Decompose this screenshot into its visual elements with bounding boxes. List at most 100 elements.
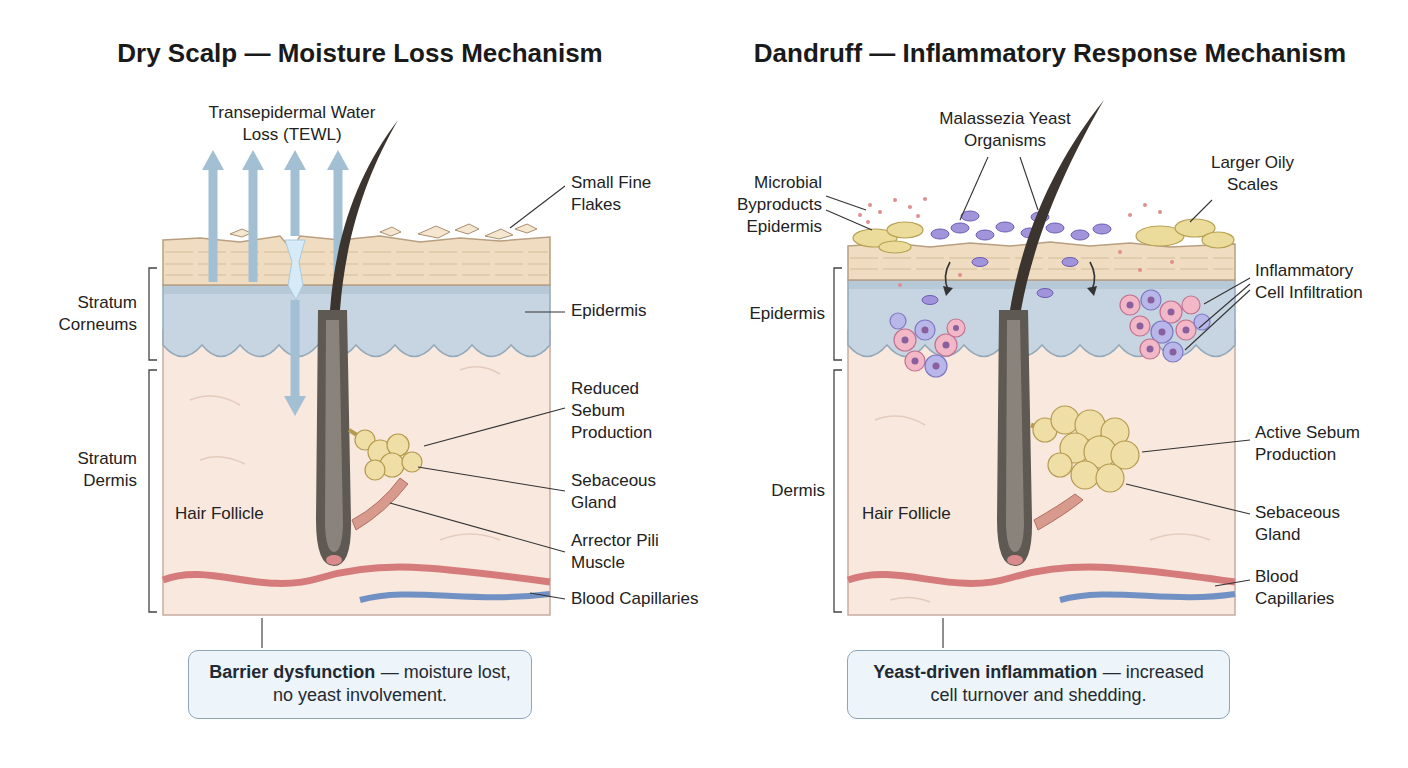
layer-brackets bbox=[834, 268, 842, 360]
layer-brackets bbox=[834, 268, 842, 612]
microbial-byproducts bbox=[878, 210, 882, 214]
arrow-heads bbox=[943, 286, 953, 296]
tewl-arrows bbox=[291, 168, 300, 236]
dermis-layer bbox=[848, 330, 1235, 615]
malassezia-yeast bbox=[972, 258, 988, 267]
microbial-byproducts bbox=[1138, 268, 1142, 272]
layer-brackets bbox=[149, 268, 157, 612]
inflammatory-cells bbox=[905, 351, 925, 371]
inflammatory-cells bbox=[925, 355, 947, 377]
inflammatory-cells bbox=[1140, 339, 1160, 359]
cell-nuclei bbox=[1137, 323, 1144, 330]
malassezia-yeast bbox=[1046, 223, 1064, 233]
cell-nuclei bbox=[1170, 349, 1177, 356]
inflammatory-cells bbox=[890, 290, 1210, 377]
microbial-byproducts bbox=[898, 283, 902, 287]
epidermis-layer bbox=[163, 285, 550, 357]
panel-heading: Dandruff — Inflammatory Response Mechani… bbox=[700, 38, 1400, 69]
cell-nuclei bbox=[933, 363, 940, 370]
malassezia-yeast bbox=[1093, 224, 1111, 234]
caption-heading: Barrier dysfunction bbox=[209, 662, 375, 682]
microbial-byproducts bbox=[916, 214, 920, 218]
malassezia-yeast bbox=[951, 223, 969, 233]
skin-flakes bbox=[230, 224, 537, 239]
inflammatory-cells bbox=[894, 329, 916, 351]
leader-lines bbox=[262, 186, 565, 648]
arrector-pili-muscle bbox=[352, 478, 408, 530]
part-label: Hair Follicle bbox=[175, 503, 300, 525]
layer-brackets bbox=[149, 370, 157, 612]
leader-lines bbox=[1142, 440, 1250, 452]
sebaceous-gland bbox=[402, 452, 422, 472]
inflammatory-cells bbox=[1163, 342, 1183, 362]
cell-nuclei bbox=[1168, 309, 1175, 316]
tewl-arrows bbox=[209, 168, 218, 282]
cell-nuclei bbox=[912, 358, 919, 365]
leader-lines bbox=[826, 210, 872, 230]
panel-heading: Dry Scalp — Moisture Loss Mechanism bbox=[20, 38, 700, 69]
leader-lines bbox=[1199, 284, 1250, 328]
leader-lines bbox=[510, 186, 565, 228]
cell-nuclei bbox=[1183, 327, 1190, 334]
leader-lines bbox=[418, 467, 565, 491]
inflammatory-cells bbox=[1141, 290, 1161, 310]
inflammatory-cells bbox=[1194, 314, 1210, 330]
hair-shaft bbox=[330, 120, 398, 310]
tewl-arrows bbox=[249, 168, 258, 282]
arrow-heads bbox=[1087, 286, 1097, 296]
tewl-arrows bbox=[327, 150, 349, 170]
dermis-layer bbox=[163, 330, 550, 615]
leader-lines bbox=[390, 503, 565, 552]
cell-nuclei bbox=[922, 327, 929, 334]
stratum-corneum bbox=[848, 242, 1235, 280]
inflammatory-cells bbox=[1120, 295, 1140, 315]
blood-capillaries bbox=[1060, 594, 1235, 600]
microbial-byproducts bbox=[866, 220, 870, 224]
caption-box: Barrier dysfunction— moisture lost, no y… bbox=[188, 650, 532, 719]
cell-nuclei bbox=[1127, 302, 1134, 309]
stratum-corneum bbox=[848, 242, 1235, 280]
skin-flakes bbox=[230, 229, 251, 237]
leader-lines bbox=[1215, 580, 1250, 586]
arrector-pili-muscle bbox=[352, 478, 408, 530]
inflammatory-cells bbox=[1130, 316, 1150, 336]
skin-flakes bbox=[485, 229, 513, 239]
stratum-corneum bbox=[165, 252, 548, 275]
malassezia-yeast bbox=[1071, 230, 1089, 240]
hair-follicle bbox=[997, 310, 1032, 566]
blood-capillaries bbox=[163, 567, 550, 583]
leader-lines bbox=[1126, 484, 1250, 514]
malassezia-yeast bbox=[1062, 258, 1078, 267]
tewl-arrows bbox=[284, 150, 306, 170]
part-label: Sebaceous Gland bbox=[1255, 502, 1383, 546]
cell-nuclei bbox=[953, 325, 959, 331]
blood-capillaries bbox=[848, 567, 1235, 600]
blood-capillaries bbox=[848, 567, 1235, 583]
cell-nuclei bbox=[943, 342, 950, 349]
part-label: Reduced Sebum Production bbox=[571, 378, 666, 444]
layer-brackets bbox=[149, 268, 157, 360]
microbial-byproducts bbox=[858, 197, 1174, 287]
microbial-byproducts bbox=[868, 203, 872, 207]
skin-flakes bbox=[418, 226, 450, 238]
inflammatory-cells bbox=[1182, 296, 1200, 314]
leader-lines bbox=[424, 408, 565, 446]
microbial-byproducts bbox=[1158, 210, 1162, 214]
sebaceous-gland bbox=[365, 460, 385, 480]
hair-follicle bbox=[316, 310, 351, 566]
part-label: Arrector Pili Muscle bbox=[571, 530, 671, 574]
microbial-byproducts bbox=[1170, 260, 1174, 264]
layer-label: Dermis bbox=[725, 480, 825, 502]
tewl-arrows bbox=[291, 300, 300, 398]
leader-lines bbox=[826, 196, 866, 210]
blood-capillaries bbox=[360, 594, 550, 600]
part-label: Sebaceous Gland bbox=[571, 470, 699, 514]
microbial-byproducts bbox=[893, 198, 897, 202]
microbial-byproducts bbox=[908, 205, 912, 209]
hair-shaft bbox=[330, 120, 398, 310]
skin-flakes bbox=[380, 227, 401, 236]
microbial-byproducts bbox=[858, 213, 862, 217]
hair-follicle bbox=[316, 310, 351, 566]
layer-label: Stratum Corneums bbox=[37, 292, 137, 336]
hair-follicle bbox=[1006, 320, 1024, 552]
